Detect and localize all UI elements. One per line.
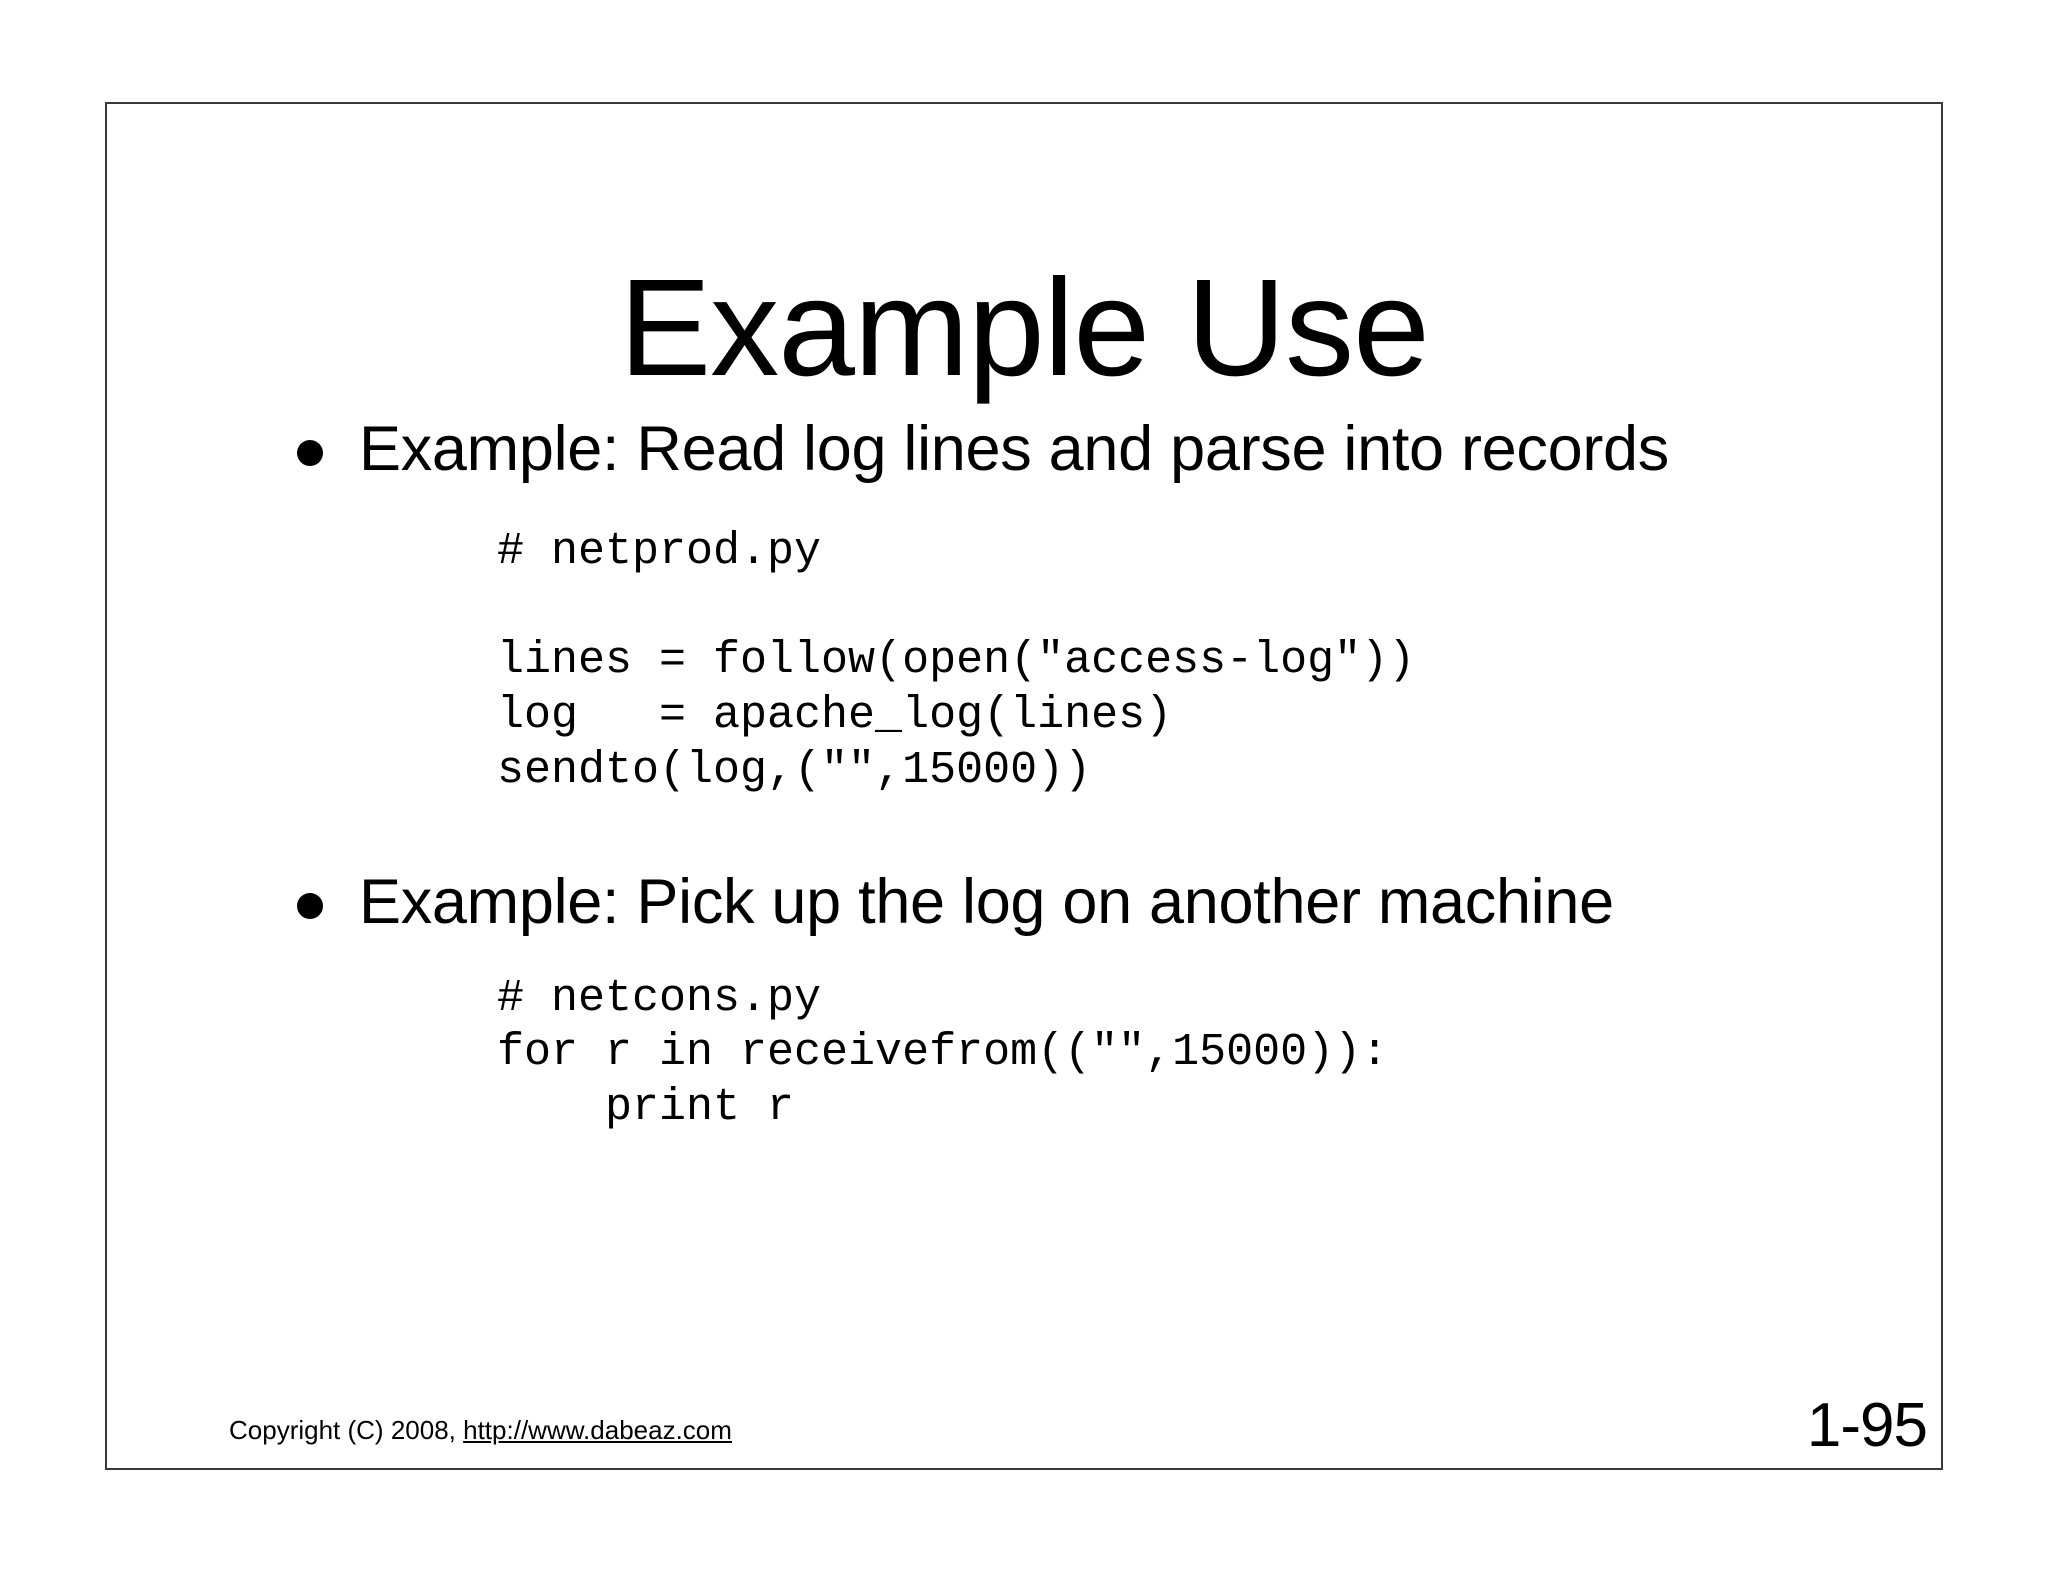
code-block-netcons: # netcons.py for r in receivefrom(("",15… <box>497 972 1389 1134</box>
bullet-dot-icon <box>297 893 323 919</box>
slide-frame: Example Use Example: Read log lines and … <box>105 102 1943 1470</box>
bullet-item-1: Example: Read log lines and parse into r… <box>107 414 1941 485</box>
dabeaz-website-link[interactable]: http://www.dabeaz.com <box>463 1414 732 1445</box>
footer-copyright: Copyright (C) 2008, http://www.dabeaz.co… <box>229 1415 732 1446</box>
copyright-text: Copyright (C) 2008, <box>229 1414 456 1445</box>
code-block-netprod: # netprod.py lines = follow(open("access… <box>497 525 1416 797</box>
slide-body: Example: Read log lines and parse into r… <box>107 414 1941 1136</box>
bullet-item-2-label: Example: Pick up the log on another mach… <box>359 867 1614 937</box>
page-number: 1-95 <box>1806 1390 1928 1460</box>
bullet-dot-icon <box>297 440 323 466</box>
bullet-item-2: Example: Pick up the log on another mach… <box>107 867 1941 938</box>
bullet-item-1-label: Example: Read log lines and parse into r… <box>359 414 1669 484</box>
page-title: Example Use <box>619 251 1430 406</box>
content-spacer <box>107 799 1941 867</box>
